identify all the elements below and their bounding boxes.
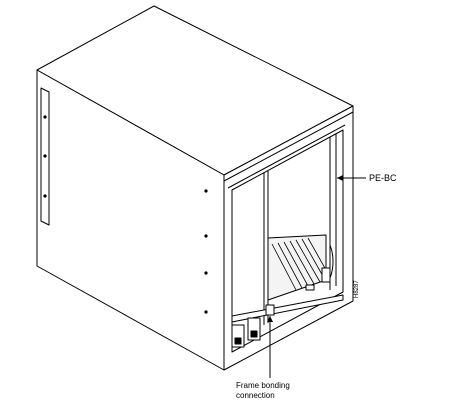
frame-bonding-callout-label: Frame bonding connection [236,381,326,401]
pebc-callout-label: PE-BC [369,173,397,183]
lower-panel-slot [305,284,315,291]
pebc-arrowhead [337,175,343,181]
power-switch-left [234,337,242,345]
chassis-top-edge-2 [227,124,346,189]
frame-bonding-lug [265,304,275,316]
backplane-connectors [271,237,327,291]
side-screw-holes [43,115,208,314]
frame-bonding-label-line1: Frame bonding [236,381,290,390]
chassis-top-edge [223,111,354,182]
power-switch-right [250,330,258,338]
pebc-cable [329,244,334,279]
frame-bonding-arrowhead [267,316,273,322]
pebc-connector [321,267,331,283]
frame-bonding-label-line2: connection [236,391,275,400]
figure-id-label: H8287 [354,280,360,298]
bottom-tray [231,294,344,323]
